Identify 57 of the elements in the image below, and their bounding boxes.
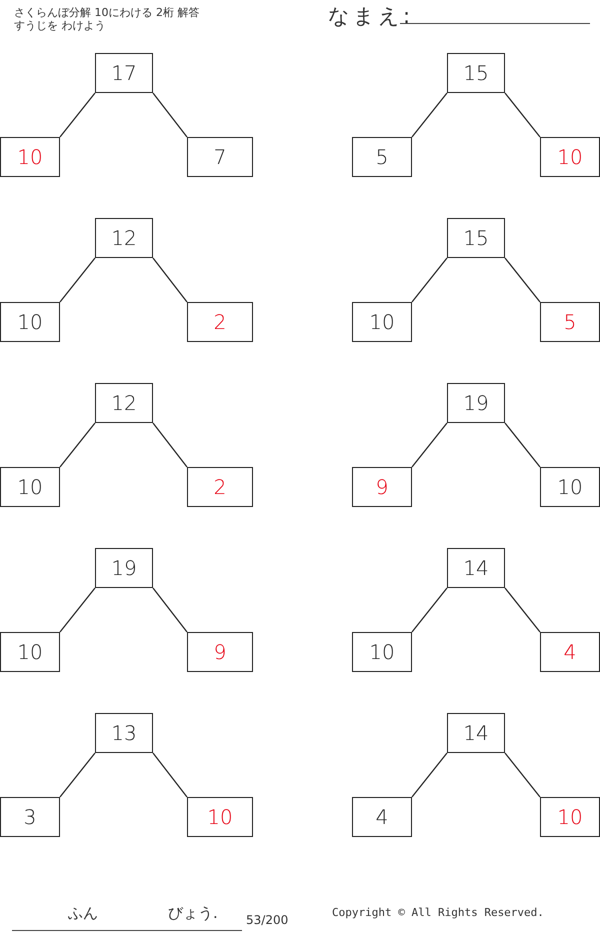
branch-line bbox=[152, 752, 188, 798]
branch-line bbox=[60, 752, 96, 798]
branch-line bbox=[412, 752, 448, 798]
branch-line bbox=[60, 92, 96, 138]
answer-box: 2 bbox=[187, 302, 253, 342]
number-box: 17 bbox=[95, 53, 153, 93]
answer-box: 10 bbox=[0, 632, 60, 672]
answer-box: 9 bbox=[187, 632, 253, 672]
number-box: 19 bbox=[447, 383, 505, 423]
answer-box: 10 bbox=[0, 467, 60, 507]
branch-line bbox=[152, 258, 188, 302]
copyright-text: Copyright © All Rights Reserved. bbox=[332, 906, 544, 919]
answer-box: 4 bbox=[352, 797, 412, 837]
answer-box: 5 bbox=[540, 302, 600, 342]
answer-box: 5 bbox=[352, 137, 412, 177]
branch-line bbox=[504, 422, 540, 468]
number-box: 14 bbox=[447, 548, 505, 588]
branch-line bbox=[152, 92, 188, 138]
answer-box: 3 bbox=[0, 797, 60, 837]
branch-line bbox=[504, 752, 540, 798]
answer-box: 10 bbox=[540, 137, 600, 177]
branch-line bbox=[412, 258, 448, 302]
answer-box: 4 bbox=[540, 632, 600, 672]
branch-line bbox=[504, 588, 540, 632]
branch-line bbox=[412, 588, 448, 632]
answer-box: 10 bbox=[0, 302, 60, 342]
branch-line bbox=[504, 92, 540, 138]
number-box: 19 bbox=[95, 548, 153, 588]
branch-line bbox=[412, 422, 448, 468]
answer-box: 10 bbox=[352, 302, 412, 342]
answer-box: 10 bbox=[540, 467, 600, 507]
branch-line bbox=[152, 588, 188, 632]
instruction-text: すうじを わけよう bbox=[14, 18, 106, 33]
number-box: 15 bbox=[447, 218, 505, 258]
seconds-label: びょう. bbox=[168, 904, 218, 923]
branch-line bbox=[60, 258, 96, 302]
answer-box: 10 bbox=[540, 797, 600, 837]
number-box: 13 bbox=[95, 713, 153, 753]
branch-line bbox=[412, 92, 448, 138]
name-label: なまえ: bbox=[328, 3, 414, 30]
branch-line bbox=[60, 588, 96, 632]
answer-box: 2 bbox=[187, 467, 253, 507]
answer-box: 10 bbox=[187, 797, 253, 837]
branch-line bbox=[504, 258, 540, 302]
minutes-label: ふん bbox=[68, 904, 98, 923]
number-box: 14 bbox=[447, 713, 505, 753]
number-box: 12 bbox=[95, 218, 153, 258]
answer-box: 10 bbox=[0, 137, 60, 177]
branch-line bbox=[60, 422, 96, 468]
number-box: 12 bbox=[95, 383, 153, 423]
answer-box: 9 bbox=[352, 467, 412, 507]
worksheet-title: さくらんぼ分解 10にわける 2桁 解答 bbox=[14, 5, 200, 20]
answer-box: 10 bbox=[352, 632, 412, 672]
branch-line bbox=[152, 422, 188, 468]
number-box: 15 bbox=[447, 53, 505, 93]
answer-box: 7 bbox=[187, 137, 253, 177]
page-number: 53/200 bbox=[246, 913, 288, 927]
